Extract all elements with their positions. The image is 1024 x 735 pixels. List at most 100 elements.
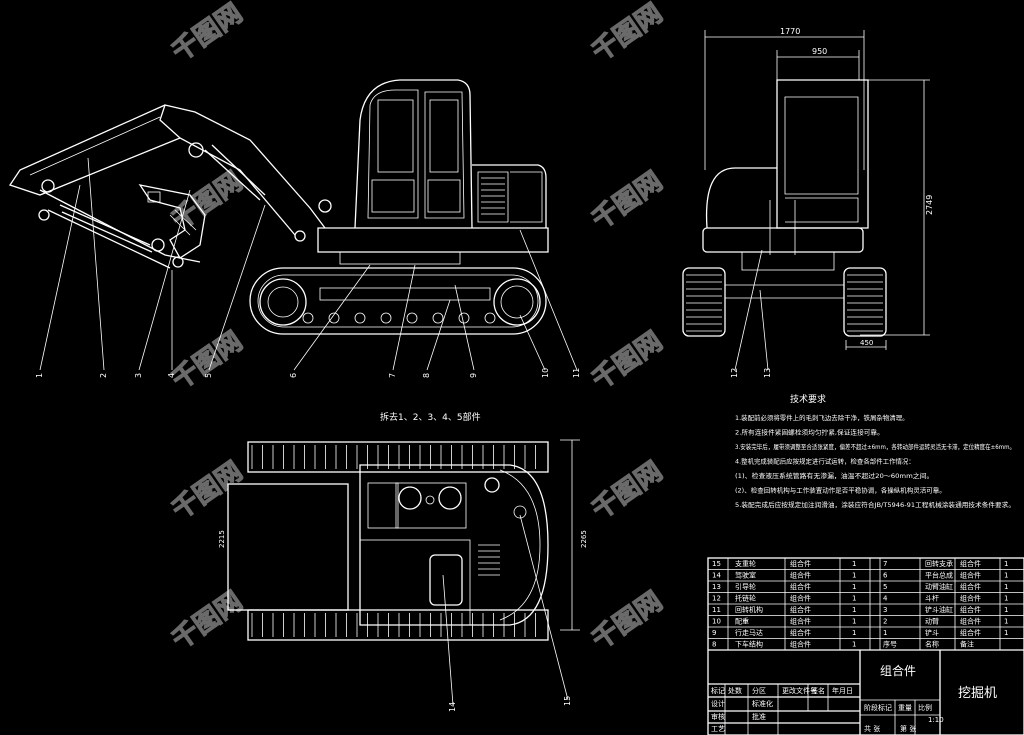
part-number-label: 11 bbox=[572, 368, 581, 378]
tech-requirement-line: 1.装配前必须将零件上的毛刺飞边去除干净，铁屑杂物清理。 bbox=[735, 413, 909, 422]
title-block-label: 共 张 bbox=[864, 724, 880, 733]
bom-cell: 9 bbox=[712, 629, 716, 637]
tech-requirement-line: 3.安装完毕后，履带须调整至合适张紧度，偏差不超过±6mm，各转动部件运转灵活无… bbox=[735, 442, 1015, 451]
title-block-label: 工艺 bbox=[711, 725, 725, 733]
bom-cell: 1 bbox=[852, 572, 856, 580]
watermark-text: 千图网 bbox=[587, 586, 668, 655]
part-number-label: 1 bbox=[35, 373, 44, 378]
machine-name: 挖掘机 bbox=[958, 686, 997, 701]
bom-cell: 名称 bbox=[925, 640, 939, 649]
tech-requirement-line: (2)、检查回转机构与工作装置动作是否平稳协调，各操纵机构灵活可靠。 bbox=[735, 486, 946, 495]
watermark-text: 千图网 bbox=[167, 0, 248, 68]
title-block-label: 标准化 bbox=[752, 699, 773, 708]
bom-cell: 组合件 bbox=[790, 628, 811, 637]
bom-cell: 动臂油缸 bbox=[925, 582, 953, 591]
bom-cell: 5 bbox=[883, 583, 887, 591]
title-block-label: 处数 bbox=[728, 686, 742, 695]
bom-cell: 1 bbox=[1004, 606, 1008, 614]
title-block-label: 设计 bbox=[711, 699, 725, 708]
watermark-layer: 千图网千图网千图网千图网千图网千图网千图网千图网千图网千图网 bbox=[166, 0, 668, 656]
bom-cell: 组合件 bbox=[960, 582, 981, 591]
tech-requirement-line: 4.整机完成装配后应按规定进行试运转，检查各部件工作情况： bbox=[735, 457, 915, 466]
bom-cell: 平台总成 bbox=[925, 571, 953, 580]
bom-cell: 1 bbox=[1004, 595, 1008, 603]
bom-cell: 组合件 bbox=[790, 617, 811, 626]
bom-cell: 组合件 bbox=[790, 640, 811, 649]
tech-requirements: 技术要求 1.装配前必须将零件上的毛刺飞边去除干净，铁屑杂物清理。2.所有连接件… bbox=[735, 393, 1015, 509]
bom-cell: 行走马达 bbox=[735, 628, 763, 637]
bom-cell: 8 bbox=[712, 641, 716, 649]
title-block-label: 签名 bbox=[811, 686, 825, 695]
bom-cell: 驾驶室 bbox=[735, 571, 756, 580]
part-number-label: 8 bbox=[422, 373, 431, 378]
assembly-label: 组合件 bbox=[880, 663, 916, 678]
bom-cell: 斗杆 bbox=[925, 594, 939, 603]
bom-cell: 1 bbox=[852, 595, 856, 603]
title-block: 组合件 挖掘机 1:10 标记处数分区更改文件号签名年月日设计标准化阶段标记重量… bbox=[708, 649, 1024, 735]
bom-cell: 组合件 bbox=[960, 617, 981, 626]
title-block-label: 审核 bbox=[711, 712, 725, 721]
bom-cell: 回转机构 bbox=[735, 605, 763, 614]
bom-cell: 14 bbox=[712, 572, 721, 580]
watermark-text: 千图网 bbox=[587, 326, 668, 395]
bom-cell: 组合件 bbox=[960, 594, 981, 603]
bom-cell: 组合件 bbox=[790, 582, 811, 591]
bom-cell: 支重轮 bbox=[735, 559, 756, 568]
bom-cell: 组合件 bbox=[960, 605, 981, 614]
bom-cell: 组合件 bbox=[790, 605, 811, 614]
bom-cell: 1 bbox=[1004, 560, 1008, 568]
title-block-label: 更改文件号 bbox=[782, 686, 817, 695]
title-block-label: 第 张 bbox=[900, 724, 916, 733]
bom-cell: 3 bbox=[883, 606, 887, 614]
part-number-label: 10 bbox=[541, 368, 550, 378]
dim-track-width: 950 bbox=[812, 47, 827, 56]
title-block-label: 重量 bbox=[898, 704, 912, 712]
part-number-label: 4 bbox=[167, 373, 176, 378]
bom-cell: 1 bbox=[852, 560, 856, 568]
bom-cell: 组合件 bbox=[960, 628, 981, 637]
bom-cell: 1 bbox=[883, 629, 887, 637]
part-number-label: 9 bbox=[469, 373, 478, 378]
part-number-label: 13 bbox=[763, 368, 772, 378]
scale-value: 1:10 bbox=[928, 716, 944, 724]
part-number-label: 12 bbox=[730, 368, 739, 378]
tech-requirement-line: (1)、检查液压系统管路有无渗漏，油温不超过20～60mm之间。 bbox=[735, 471, 933, 480]
part-number-label: 7 bbox=[388, 373, 397, 378]
bom-cell: 配重 bbox=[735, 618, 749, 626]
title-block-label: 阶段标记 bbox=[864, 703, 892, 712]
bom-cell: 组合件 bbox=[790, 571, 811, 580]
watermark-text: 千图网 bbox=[167, 586, 248, 655]
tech-requirement-line: 5.装配完成后应按规定加注润滑油，涂装应符合JB/T5946-91工程机械涂装通… bbox=[735, 500, 1015, 509]
bom-cell: 1 bbox=[852, 606, 856, 614]
bom-cell: 1 bbox=[852, 641, 856, 649]
part-number-label: 6 bbox=[289, 373, 298, 378]
watermark-text: 千图网 bbox=[167, 166, 248, 235]
watermark-text: 千图网 bbox=[587, 166, 668, 235]
watermark-text: 千图网 bbox=[587, 456, 668, 525]
bom-cell: 组合件 bbox=[790, 594, 811, 603]
tech-requirement-line: 2.所有连接件紧固螺栓须均匀拧紧,保证连接可靠。 bbox=[735, 428, 884, 437]
bom-cell: 组合件 bbox=[960, 571, 981, 580]
bom-cell: 铲斗油缸 bbox=[925, 605, 953, 614]
bom-cell: 动臂 bbox=[925, 617, 939, 626]
bom-cell: 12 bbox=[712, 595, 721, 603]
title-block-label: 比例 bbox=[918, 703, 932, 712]
bom-cell: 1 bbox=[1004, 583, 1008, 591]
bom-cell: 1 bbox=[1004, 629, 1008, 637]
bom-cell: 序号 bbox=[883, 640, 897, 649]
bom-cell: 组合件 bbox=[960, 559, 981, 568]
bom-cell: 1 bbox=[852, 583, 856, 591]
title-block-label: 批准 bbox=[752, 712, 766, 721]
bom-cell: 15 bbox=[712, 560, 721, 568]
bom-cell: 6 bbox=[883, 572, 888, 580]
plan-caption: 拆去1、2、3、4、5部件 bbox=[380, 411, 481, 423]
dim-track-gauge: 450 bbox=[860, 339, 873, 347]
bom-cell: 10 bbox=[712, 618, 721, 626]
watermark-text: 千图网 bbox=[167, 456, 248, 525]
dim-plan-width-right: 2265 bbox=[580, 530, 588, 548]
bom-cell: 托链轮 bbox=[735, 594, 756, 603]
dim-overall-width: 1770 bbox=[780, 27, 800, 36]
bom-cell: 组合件 bbox=[790, 559, 811, 568]
part-number-label: 3 bbox=[134, 373, 143, 378]
